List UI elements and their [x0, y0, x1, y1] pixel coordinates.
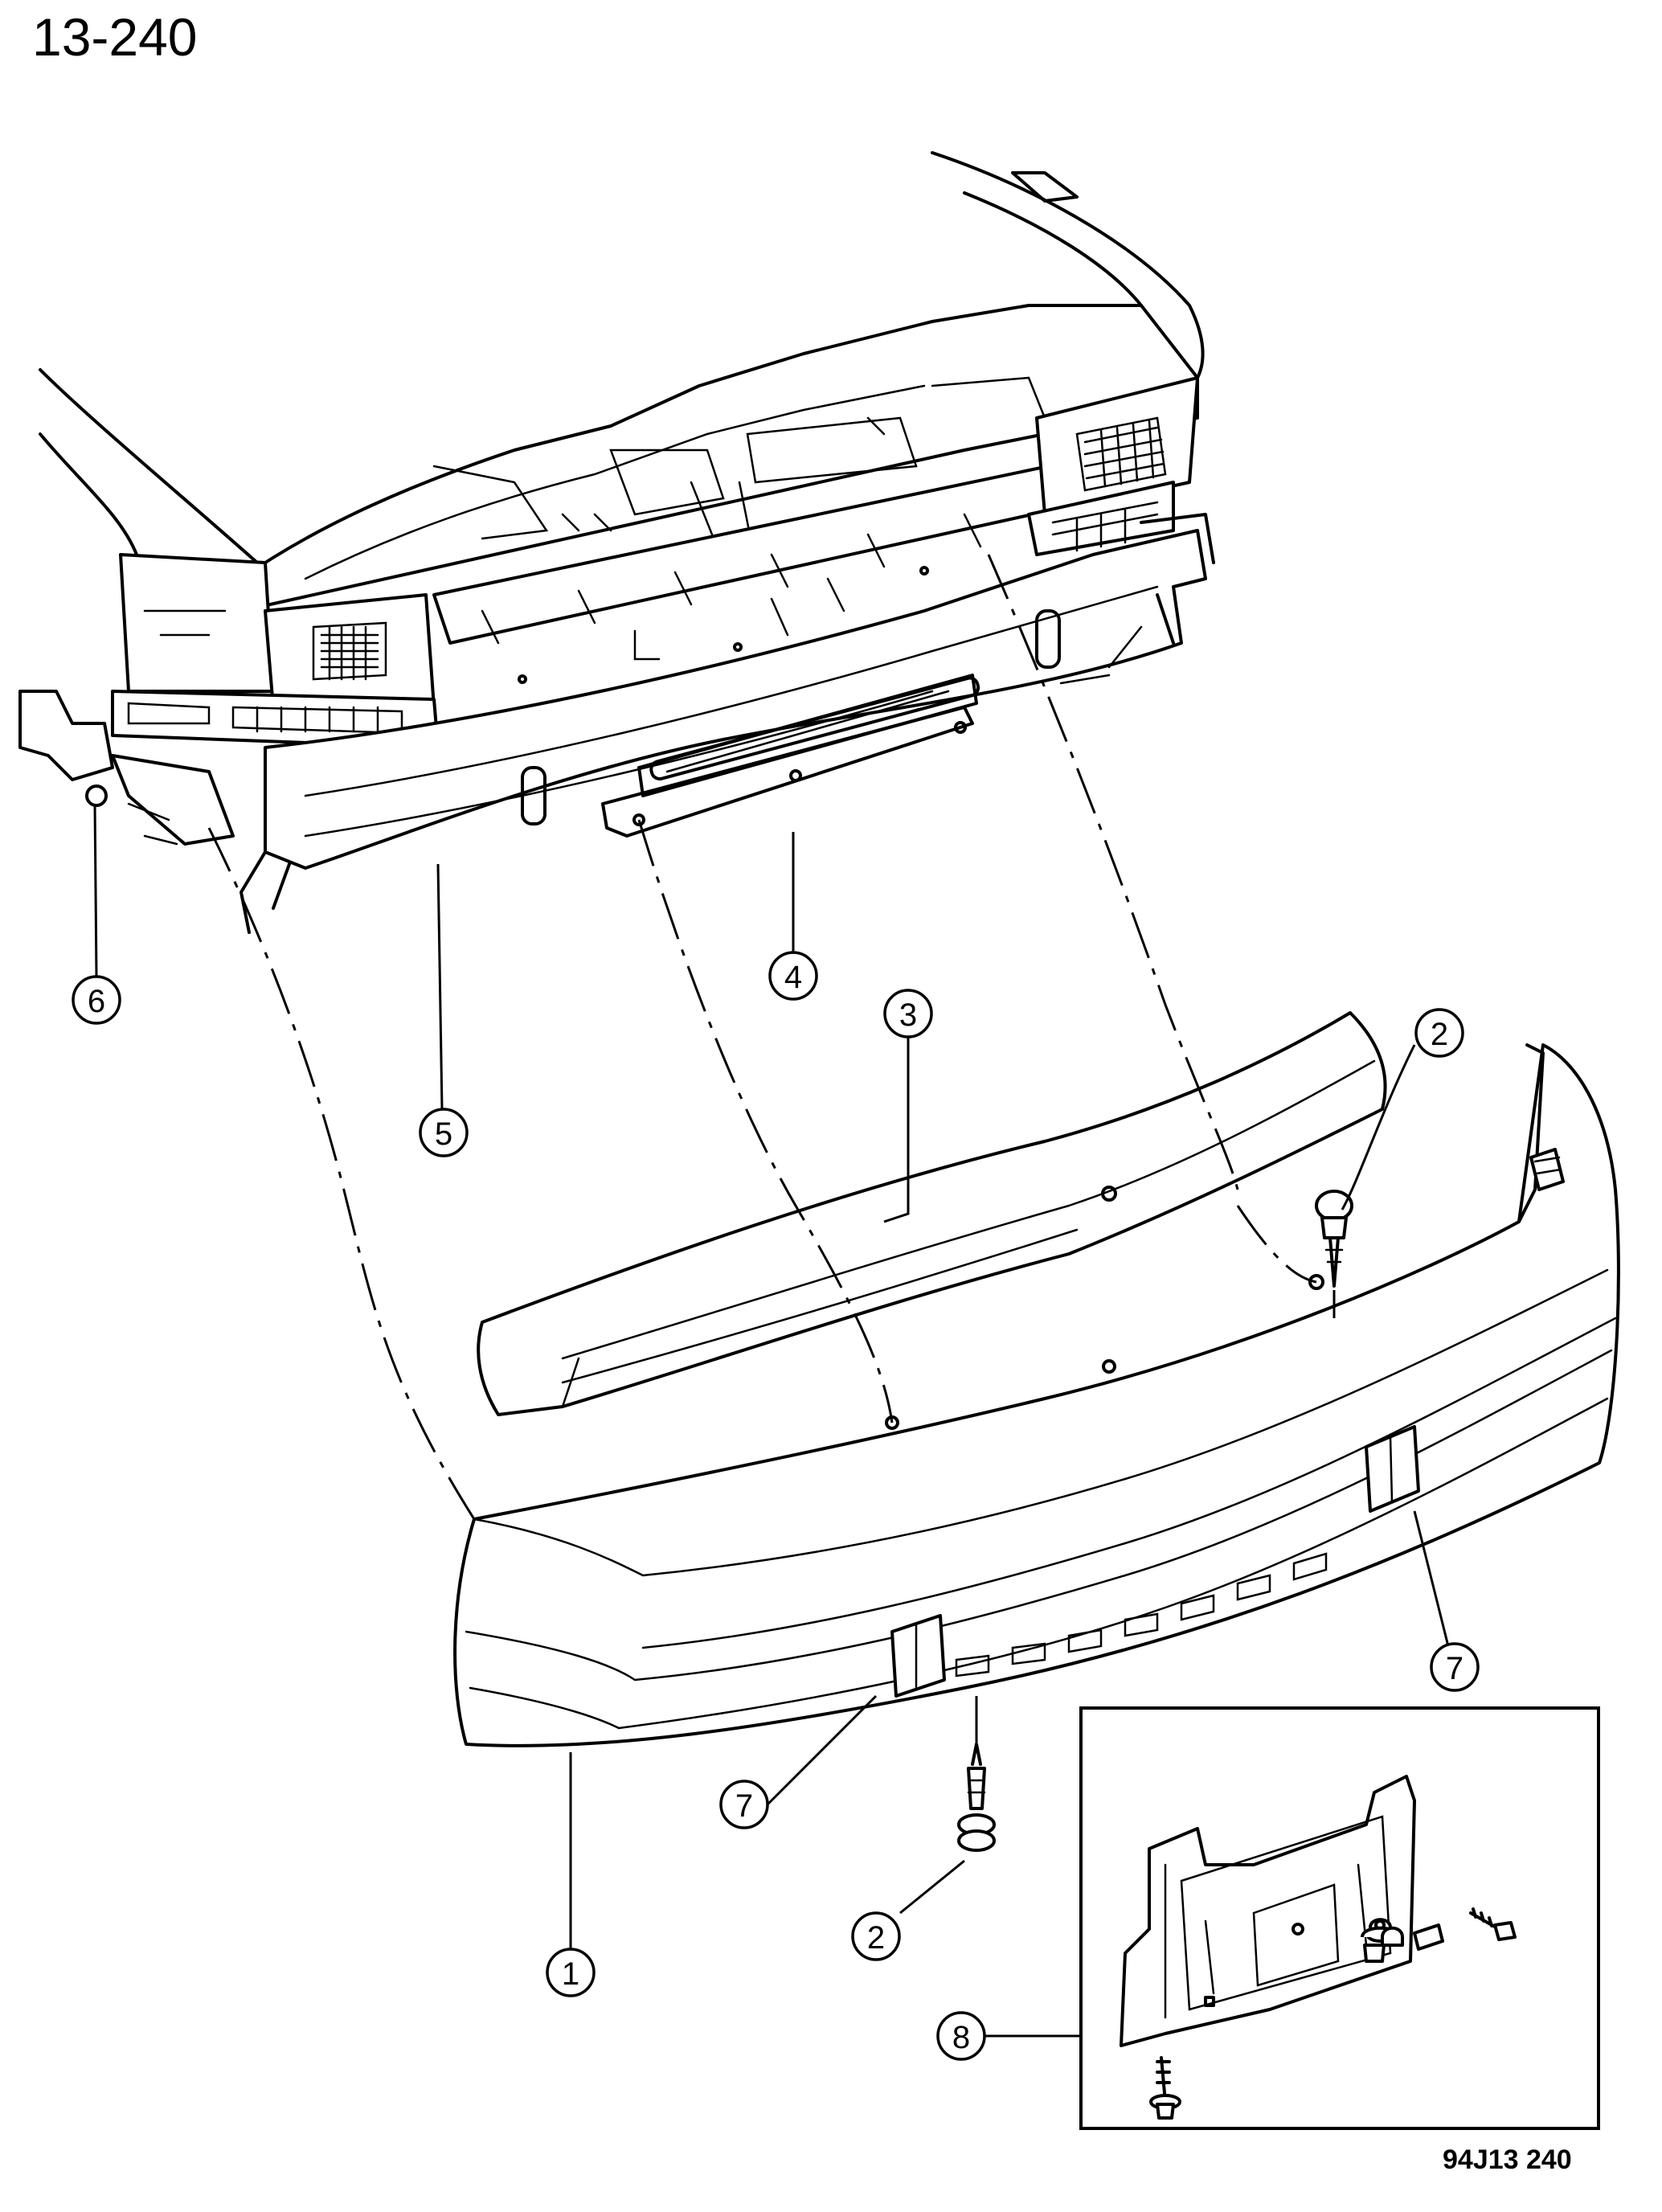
- inset-fasteners: [1149, 1907, 1517, 2120]
- callout-7-right: 7: [1430, 1642, 1480, 1692]
- bumper-fascia: [453, 1043, 1620, 1747]
- callout-7-left: 7: [719, 1780, 769, 1829]
- license-plate-bracket: [1120, 1775, 1416, 2047]
- callout-8-label: 8: [952, 2020, 970, 2055]
- callout-3: 3: [883, 989, 933, 1038]
- bumper-reinforcement: [239, 513, 1215, 934]
- callout-2-lower: 2: [851, 1911, 901, 1961]
- page-number: 13-240: [32, 7, 198, 67]
- callout-6: 6: [72, 975, 121, 1025]
- callout-4-label: 4: [784, 960, 802, 995]
- callout-7-right-label: 7: [1446, 1651, 1463, 1686]
- callout-3-label: 3: [899, 997, 917, 1033]
- callout-2-upper-label: 2: [1431, 1017, 1448, 1052]
- callout-7-left-label: 7: [735, 1788, 753, 1824]
- inset-box: [1079, 1706, 1600, 2130]
- callout-5: 5: [419, 1108, 469, 1157]
- callout-2-lower-label: 2: [867, 1920, 885, 1956]
- figure-code: 94J13 240: [1443, 2144, 1572, 2175]
- push-in-fastener-upper: [1315, 1190, 1353, 1288]
- callout-2-upper: 2: [1414, 1008, 1464, 1058]
- callout-1-label: 1: [562, 1956, 579, 1992]
- energy-absorber: [477, 1011, 1387, 1416]
- support-plate: [601, 674, 980, 838]
- callout-5-label: 5: [435, 1116, 452, 1152]
- alignment-lines: [207, 554, 1336, 1744]
- callout-4: 4: [768, 951, 818, 1001]
- vehicle-front-end: [39, 151, 1205, 749]
- left-bumper-bracket: [18, 690, 235, 846]
- callout-1: 1: [546, 1948, 596, 1997]
- callout-8: 8: [936, 2011, 986, 2061]
- push-in-fastener-lower: [957, 1743, 996, 1852]
- callout-6-label: 6: [88, 984, 105, 1019]
